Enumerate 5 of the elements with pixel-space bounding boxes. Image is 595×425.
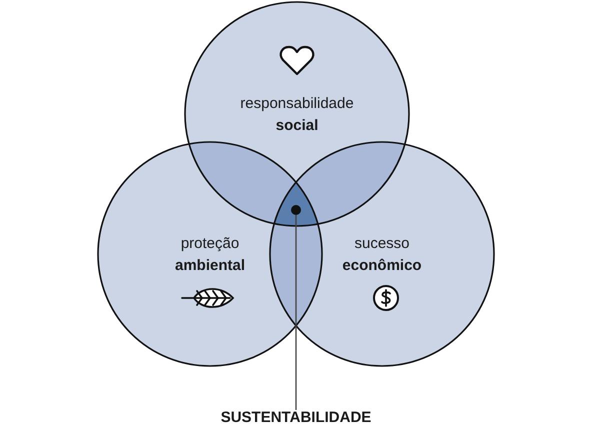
circle-label: proteção ambiental: [174, 234, 246, 276]
concept-label: SUSTENTABILIDADE: [220, 408, 372, 425]
circle-label: responsabilidade social: [239, 94, 355, 136]
leader-line: [295, 215, 297, 410]
circle-label: sucesso econômico: [341, 234, 423, 276]
